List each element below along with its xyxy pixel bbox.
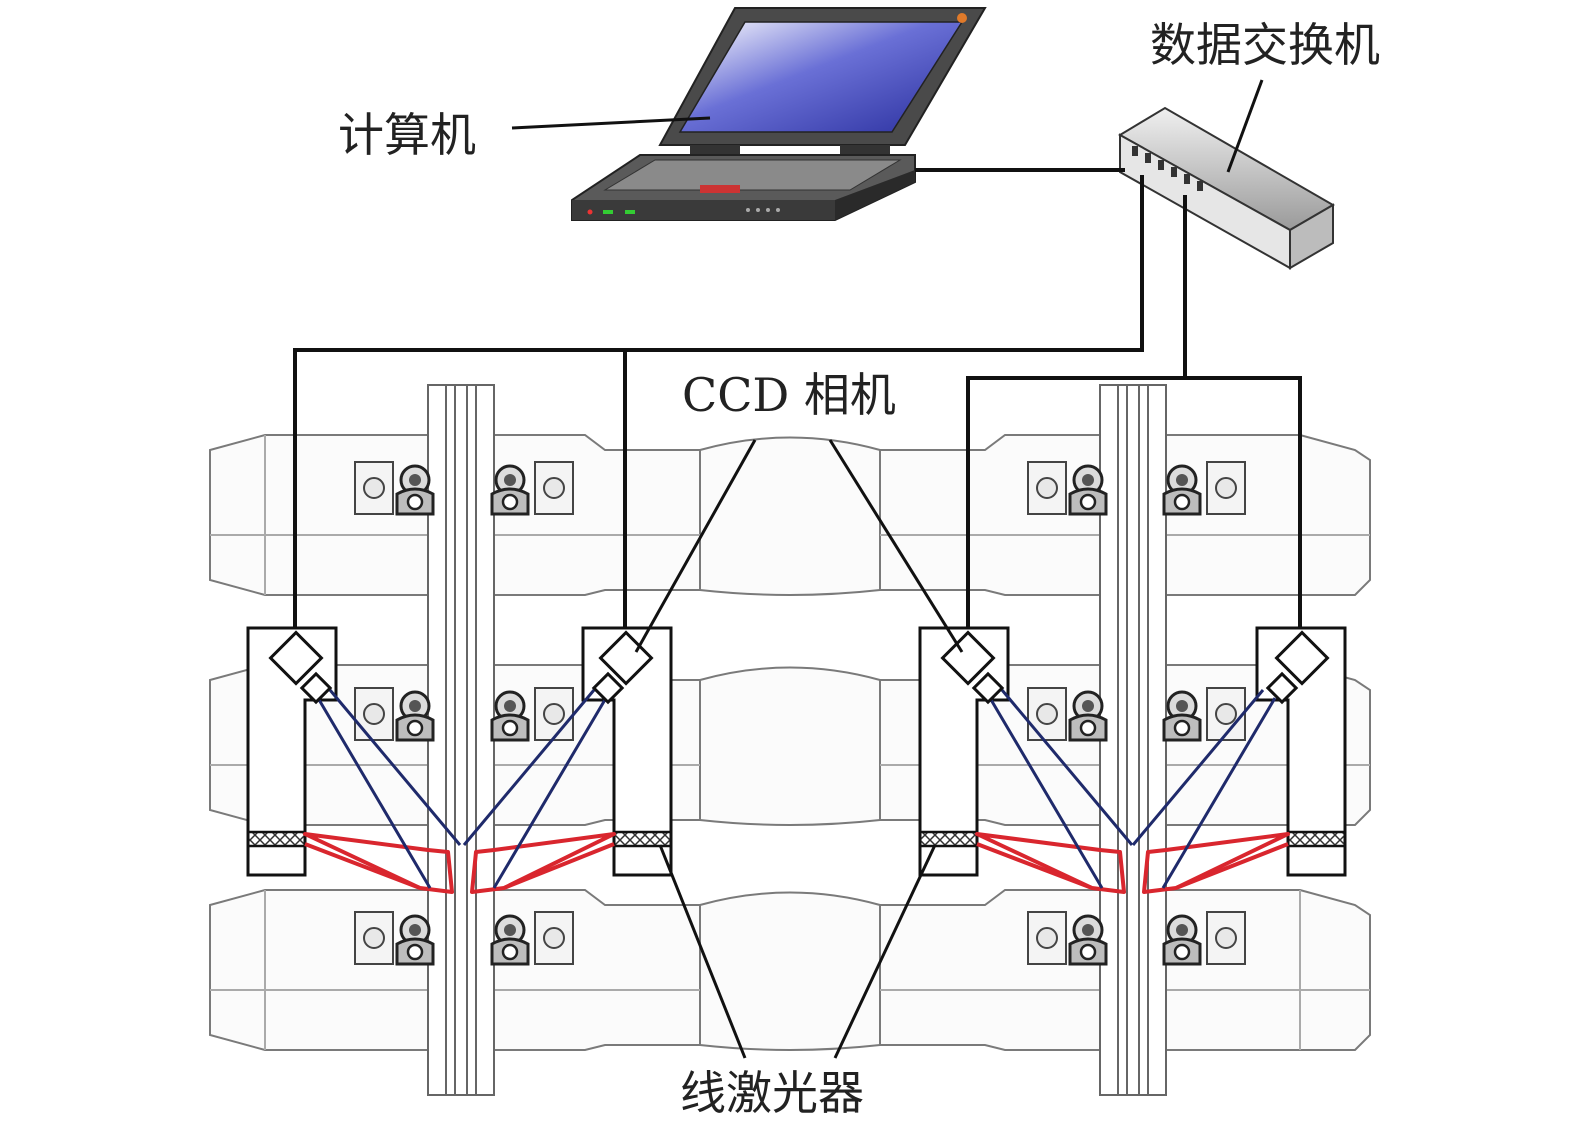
fastener-4 — [1162, 461, 1246, 516]
laptop-icon — [571, 7, 987, 221]
fastener-10 — [490, 911, 574, 966]
line-laser-label: 线激光器 — [680, 1066, 864, 1120]
fastener-6 — [490, 687, 574, 742]
fastener-12 — [1162, 911, 1246, 966]
fastener-1 — [354, 461, 435, 516]
leader-computer — [511, 116, 711, 130]
ccd-camera-1 — [268, 630, 333, 705]
laser-head-2 — [612, 830, 673, 848]
fastener-9 — [354, 911, 435, 966]
laser-head-1 — [246, 830, 307, 848]
laser-head-3 — [918, 830, 979, 848]
leader-switch — [1226, 79, 1264, 173]
rail-left — [427, 384, 495, 1096]
data-switch-icon — [1118, 106, 1335, 270]
network-wiring — [293, 168, 1302, 628]
fastener-8 — [1162, 687, 1246, 742]
rail-fasteners — [354, 461, 1246, 966]
ccd-camera-label: CCD 相机 — [682, 368, 896, 422]
data-switch-label: 数据交换机 — [1150, 18, 1380, 72]
laser-head-4 — [1286, 830, 1347, 848]
fastener-2 — [490, 461, 574, 516]
fastener-3 — [1027, 461, 1108, 516]
leader-lines — [511, 79, 1264, 1059]
leader-laser-left — [658, 844, 747, 1059]
leader-ccd-right — [828, 439, 964, 653]
camera-views — [316, 689, 1277, 889]
rail-right — [1099, 384, 1167, 1096]
fastener-7 — [1027, 687, 1108, 742]
computer-label: 计算机 — [338, 108, 476, 162]
fastener-5 — [354, 687, 435, 742]
ccd-camera-4 — [1265, 630, 1330, 705]
leader-ccd-left — [634, 439, 757, 653]
line-laser-heads — [246, 830, 1347, 848]
ccd-camera-3 — [940, 630, 1005, 705]
fastener-11 — [1027, 911, 1108, 966]
ccd-cameras — [268, 630, 1330, 705]
leader-laser-right — [833, 844, 937, 1059]
